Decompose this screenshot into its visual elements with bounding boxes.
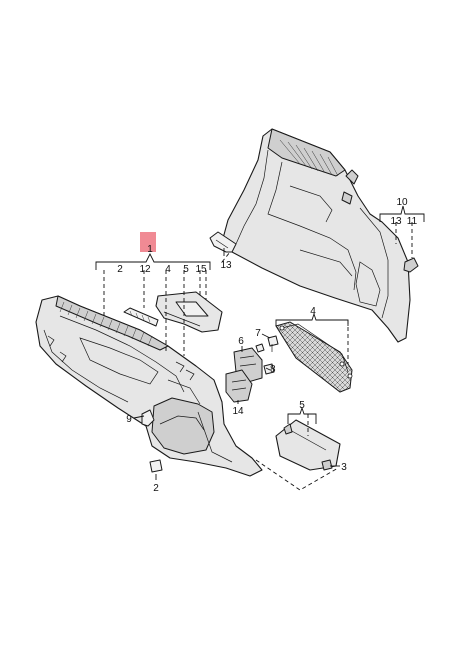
part-labels: 1 2 12 4 5 15 13 10 13 11 7 6 8 4 14 9 2… xyxy=(117,197,417,494)
leader-lines xyxy=(95,205,425,480)
label-4-right: 4 xyxy=(310,306,316,317)
clip-part-2-lower xyxy=(149,459,163,473)
label-5-top: 5 xyxy=(183,264,189,275)
clip-part-11 xyxy=(403,257,419,273)
label-15: 15 xyxy=(195,264,207,275)
label-2-lower: 2 xyxy=(153,483,159,494)
trim-strip-13 xyxy=(209,231,237,253)
label-9: 9 xyxy=(126,414,132,425)
label-8: 8 xyxy=(270,364,276,375)
clip-part-7 xyxy=(267,335,279,352)
luggage-net-4 xyxy=(275,321,353,393)
label-14: 14 xyxy=(232,406,244,417)
guide-lines xyxy=(103,222,413,491)
label-11: 11 xyxy=(407,216,418,227)
lower-left-trim-panel xyxy=(35,295,263,477)
label-7: 7 xyxy=(255,328,261,339)
trim-strip-12 xyxy=(123,307,159,327)
label-2: 2 xyxy=(117,264,123,275)
label-13-left: 13 xyxy=(220,260,232,271)
label-13-right: 13 xyxy=(390,216,402,227)
highlight-marker xyxy=(140,232,156,252)
upper-right-trim-panel xyxy=(221,128,411,343)
label-10: 10 xyxy=(396,197,408,208)
cover-part-5 xyxy=(275,419,341,471)
label-12: 12 xyxy=(139,264,151,275)
label-1: 1 xyxy=(147,244,153,255)
label-4-top: 4 xyxy=(165,264,171,275)
screw-small xyxy=(255,343,265,353)
label-6: 6 xyxy=(238,336,244,347)
label-5-lower: 5 xyxy=(299,400,305,411)
clip-part-9 xyxy=(141,409,155,427)
bracket-part-14 xyxy=(225,369,253,403)
label-3: 3 xyxy=(341,462,347,473)
